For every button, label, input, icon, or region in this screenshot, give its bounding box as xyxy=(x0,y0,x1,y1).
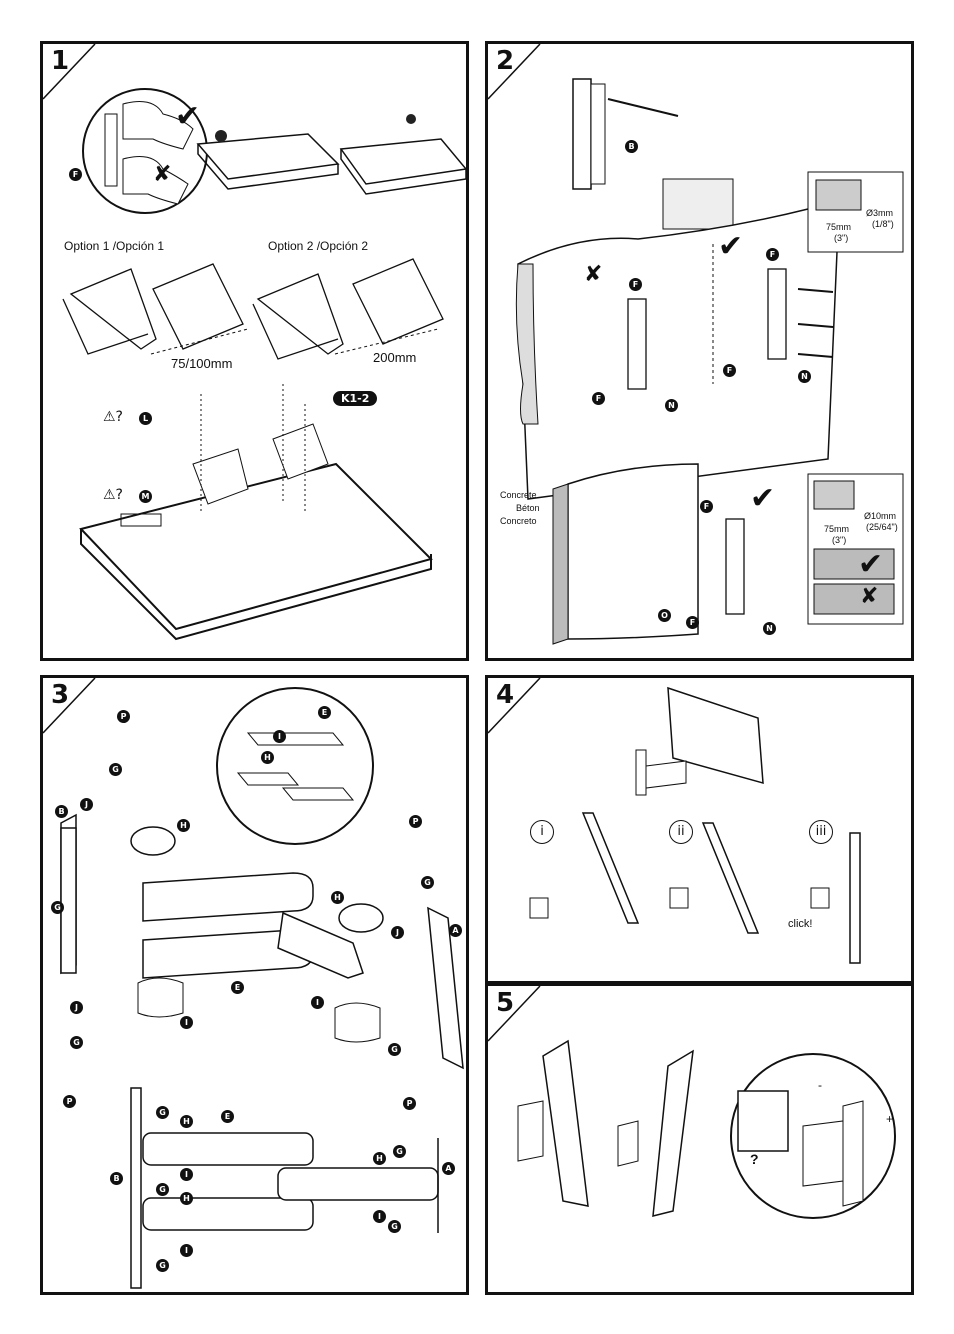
warning-icon: ⚠? xyxy=(103,409,123,425)
concrete-label-en: Concrete xyxy=(500,490,537,500)
part-tag-n: N xyxy=(763,622,776,635)
part-tag-j: J xyxy=(391,926,404,939)
part-tag-f: F xyxy=(700,500,713,513)
check-mark: ✔ xyxy=(175,99,201,134)
check-mark: ✔ xyxy=(750,481,776,516)
drill-large-size: Ø10mm xyxy=(864,511,897,521)
part-tag-h: H xyxy=(261,751,274,764)
check-mark: ✔ xyxy=(718,229,744,264)
step-2-illustration xyxy=(488,44,904,645)
step-4-illustration xyxy=(488,678,861,964)
part-tag-n: N xyxy=(798,370,811,383)
part-tag-e: E xyxy=(231,981,244,994)
part-tag-e: E xyxy=(318,706,331,719)
dimension-75-100: 75/100mm xyxy=(171,356,233,371)
part-tag-p: P xyxy=(409,815,422,828)
part-tag-f: F xyxy=(723,364,736,377)
step-number: 1 xyxy=(51,46,70,76)
cross-mark: ✘ xyxy=(860,584,879,609)
minus-sign: - xyxy=(818,1078,822,1092)
drill-depth-mm: 75mm xyxy=(826,222,852,232)
question-mark: ? xyxy=(750,1151,759,1167)
check-mark: ✔ xyxy=(858,547,884,582)
drill-small-size: Ø3mm xyxy=(866,208,893,218)
part-tag-f: F xyxy=(592,392,605,405)
step-3-illustration xyxy=(43,678,464,1289)
part-tag-g: G xyxy=(388,1043,401,1056)
step-1-panel: 1 ✔ ✘ F Option 1 /Opción 1 Option 2 /Opc… xyxy=(40,41,469,661)
concrete-label-es: Concreto xyxy=(500,516,537,526)
part-tag-g: G xyxy=(156,1183,169,1196)
concrete-label-fr: Béton xyxy=(516,503,540,513)
part-tag-h: H xyxy=(177,819,190,832)
sub-step-i: i xyxy=(530,820,554,844)
part-tag-i: I xyxy=(180,1168,193,1181)
drill-depth-in: (3") xyxy=(834,233,849,243)
part-tag-l: L xyxy=(139,412,152,425)
step-2-panel: 2 B ✘ ✔ F F F F N N Ø3mm (1/8") 75mm (3"… xyxy=(485,41,914,661)
part-tag-h: H xyxy=(180,1192,193,1205)
part-tag-g: G xyxy=(109,763,122,776)
kit-label: K1-2 xyxy=(333,391,378,406)
sub-step-iii: iii xyxy=(809,820,833,844)
part-tag-f: F xyxy=(629,278,642,291)
step-4-panel: 4 i ii iii click! xyxy=(485,675,914,984)
sub-step-ii: ii xyxy=(669,820,693,844)
part-tag-b: B xyxy=(55,805,68,818)
step-1-illustration xyxy=(43,44,466,641)
part-tag-i: I xyxy=(373,1210,386,1223)
part-tag-e: E xyxy=(221,1110,234,1123)
plus-sign: + xyxy=(886,1112,894,1126)
part-tag-b: B xyxy=(110,1172,123,1185)
part-tag-f: F xyxy=(766,248,779,261)
part-tag-o: O xyxy=(658,609,671,622)
part-tag-h: H xyxy=(180,1115,193,1128)
part-tag-j: J xyxy=(70,1001,83,1014)
part-tag-g: G xyxy=(51,901,64,914)
part-tag-g: G xyxy=(70,1036,83,1049)
part-tag-a: A xyxy=(449,924,462,937)
cross-mark: ✘ xyxy=(584,262,603,287)
drill-depth2-in: (3") xyxy=(832,535,847,545)
part-tag-b: B xyxy=(625,140,638,153)
step-5-panel: 5 - + ? xyxy=(485,983,914,1295)
drill-small-size-in: (1/8") xyxy=(872,219,894,229)
part-tag-m: M xyxy=(139,490,152,503)
part-tag-g: G xyxy=(421,876,434,889)
part-tag-g: G xyxy=(156,1106,169,1119)
part-tag-g: G xyxy=(393,1145,406,1158)
step-number: 3 xyxy=(51,680,70,710)
drill-depth2-mm: 75mm xyxy=(824,524,850,534)
part-tag-p: P xyxy=(403,1097,416,1110)
warning-icon: ⚠? xyxy=(103,487,123,503)
step-5-illustration xyxy=(488,986,896,1219)
step-number: 5 xyxy=(496,988,515,1018)
part-tag-p: P xyxy=(117,710,130,723)
option-1-label: Option 1 /Opción 1 xyxy=(64,239,165,253)
part-tag-i: I xyxy=(311,996,324,1009)
part-tag-h: H xyxy=(373,1152,386,1165)
part-tag-p: P xyxy=(63,1095,76,1108)
part-tag-h: H xyxy=(331,891,344,904)
cross-mark: ✘ xyxy=(153,162,172,187)
option-2-label: Option 2 /Opción 2 xyxy=(268,239,369,253)
part-tag-g: G xyxy=(388,1220,401,1233)
part-tag-f: F xyxy=(69,168,82,181)
part-tag-a: A xyxy=(442,1162,455,1175)
step-3-panel: 3 P I E H G B J H P G G H J A E J I I G … xyxy=(40,675,469,1295)
part-tag-f: F xyxy=(686,616,699,629)
part-tag-i: I xyxy=(180,1244,193,1257)
step-number: 4 xyxy=(496,680,515,710)
drill-large-size-in: (25/64") xyxy=(866,522,898,532)
part-tag-j: J xyxy=(80,798,93,811)
part-tag-i: I xyxy=(180,1016,193,1029)
part-tag-i: I xyxy=(273,730,286,743)
part-tag-n: N xyxy=(665,399,678,412)
dimension-200: 200mm xyxy=(373,350,417,365)
part-tag-g: G xyxy=(156,1259,169,1272)
click-label: click! xyxy=(788,918,813,930)
step-number: 2 xyxy=(496,46,515,76)
